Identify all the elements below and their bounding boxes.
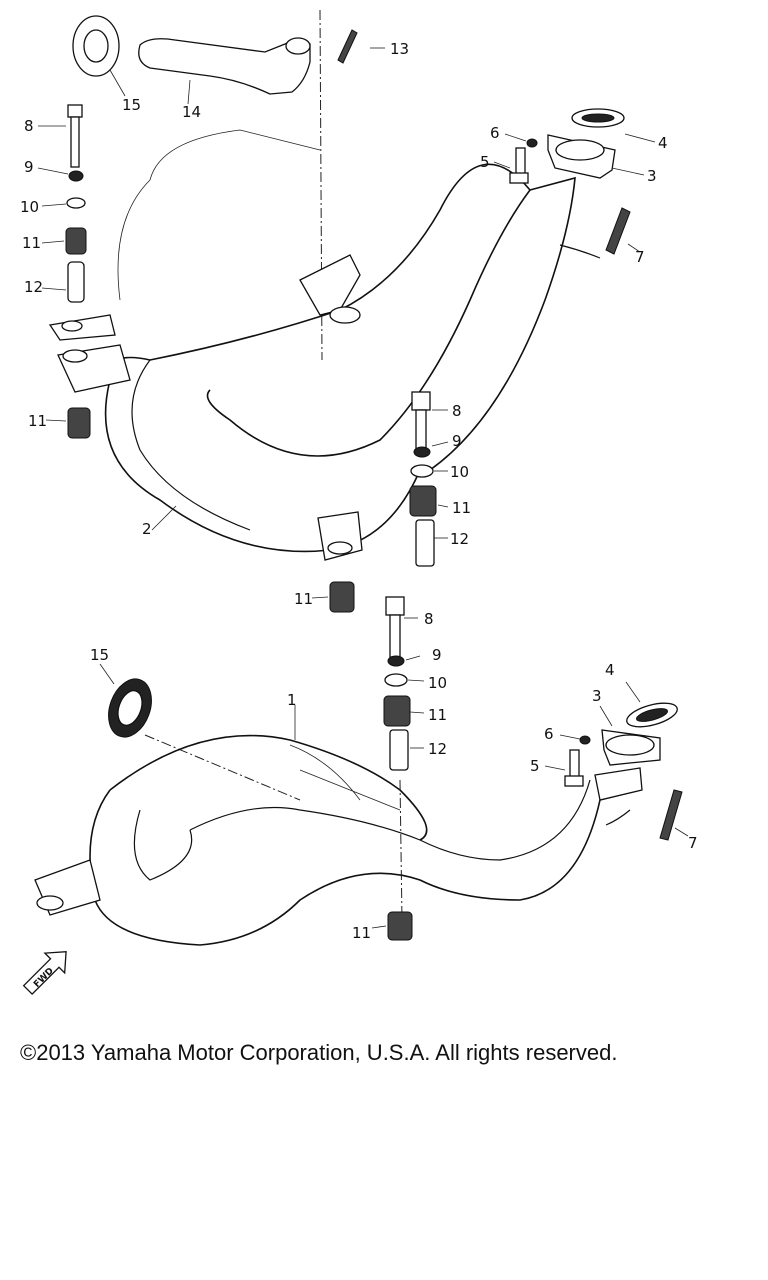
flange-3-top — [547, 134, 616, 179]
callout-10-mid: 10 — [450, 463, 469, 481]
callout-9-top-left: 9 — [24, 158, 34, 176]
flange-3-lower — [601, 729, 661, 766]
callout-15: 15 — [122, 96, 141, 114]
callout-10-top-left: 10 — [20, 198, 39, 216]
callout-5-lower: 5 — [530, 757, 540, 775]
callout-15-lower: 15 — [90, 646, 109, 664]
collar-12-mid — [415, 519, 435, 567]
washer-10-left — [66, 197, 86, 209]
washer-6-lower — [579, 735, 591, 745]
damper-11-bottom — [387, 911, 413, 941]
bolt-8-mid — [411, 391, 431, 451]
center-line-bottom — [399, 779, 403, 921]
callout-14: 14 — [182, 103, 201, 121]
exhaust-parts-diagram: 15 14 13 8 9 10 11 12 — [20, 9, 698, 996]
callout-5-top: 5 — [480, 153, 490, 171]
washer-10-lower — [384, 673, 408, 687]
callout-11-top-left: 11 — [22, 234, 41, 252]
callout-10-lower: 10 — [428, 674, 447, 692]
bolt-8-lower — [385, 596, 405, 658]
callout-6-top: 6 — [490, 124, 500, 142]
callout-12-mid: 12 — [450, 530, 469, 548]
callout-11-mid-right: 11 — [452, 499, 471, 517]
damper-11-left — [65, 227, 87, 255]
collar-12-lower — [389, 729, 409, 771]
damper-11-bottom-mid — [329, 581, 355, 613]
callout-8-mid: 8 — [452, 402, 462, 420]
callout-9-mid: 9 — [452, 432, 462, 450]
callout-13: 13 — [390, 40, 409, 58]
washer-9-left — [68, 170, 84, 182]
head-pipe-lower — [594, 767, 643, 826]
callout-3-top: 3 — [647, 167, 657, 185]
gasket-15-top — [72, 15, 120, 77]
center-line-gasket — [144, 734, 301, 801]
callout-8-lower: 8 — [424, 610, 434, 628]
washer-6-top — [526, 138, 538, 148]
spring-13 — [337, 29, 358, 64]
damper-11-lower-left — [67, 407, 91, 439]
callout-12-lower: 12 — [428, 740, 447, 758]
callout-9-lower: 9 — [432, 646, 442, 664]
callout-4-top: 4 — [658, 134, 668, 152]
callout-12-top-left: 12 — [24, 278, 43, 296]
fwd-arrow-icon: FWD — [22, 951, 67, 996]
bolt-8-left — [67, 104, 83, 168]
callout-8-top-left: 8 — [24, 117, 34, 135]
callout-7-lower: 7 — [688, 834, 698, 852]
washer-10-mid — [410, 464, 434, 478]
callout-7-top: 7 — [635, 248, 645, 266]
gasket-4-lower — [626, 702, 678, 728]
callout-4-lower: 4 — [605, 661, 615, 679]
spring-7-lower — [659, 789, 683, 841]
pipe-14 — [138, 37, 311, 95]
gasket-15-lower — [108, 678, 152, 738]
washer-9-lower — [387, 655, 405, 667]
washer-9-mid — [413, 446, 431, 458]
muffler-1 — [34, 734, 641, 946]
muffler-2 — [48, 129, 576, 561]
copyright-notice: ©2013 Yamaha Motor Corporation, U.S.A. A… — [20, 1040, 618, 1065]
callout-11-mid-bottom: 11 — [294, 590, 313, 608]
callout-2: 2 — [142, 520, 152, 538]
bolt-5-top — [509, 147, 529, 184]
fwd-label: FWD — [32, 966, 56, 990]
callout-6-lower: 6 — [544, 725, 554, 743]
callout-11-lower: 11 — [428, 706, 447, 724]
bolt-5-lower — [564, 749, 584, 787]
gasket-4-top — [571, 108, 625, 128]
callout-1: 1 — [287, 691, 297, 709]
callout-11-bottom: 11 — [352, 924, 371, 942]
damper-11-lower — [383, 695, 411, 727]
callout-11-mid-left: 11 — [28, 412, 47, 430]
damper-11-mid — [409, 485, 437, 517]
spring-7-top — [559, 207, 631, 259]
callout-3-lower: 3 — [592, 687, 602, 705]
collar-12-left — [67, 261, 85, 303]
